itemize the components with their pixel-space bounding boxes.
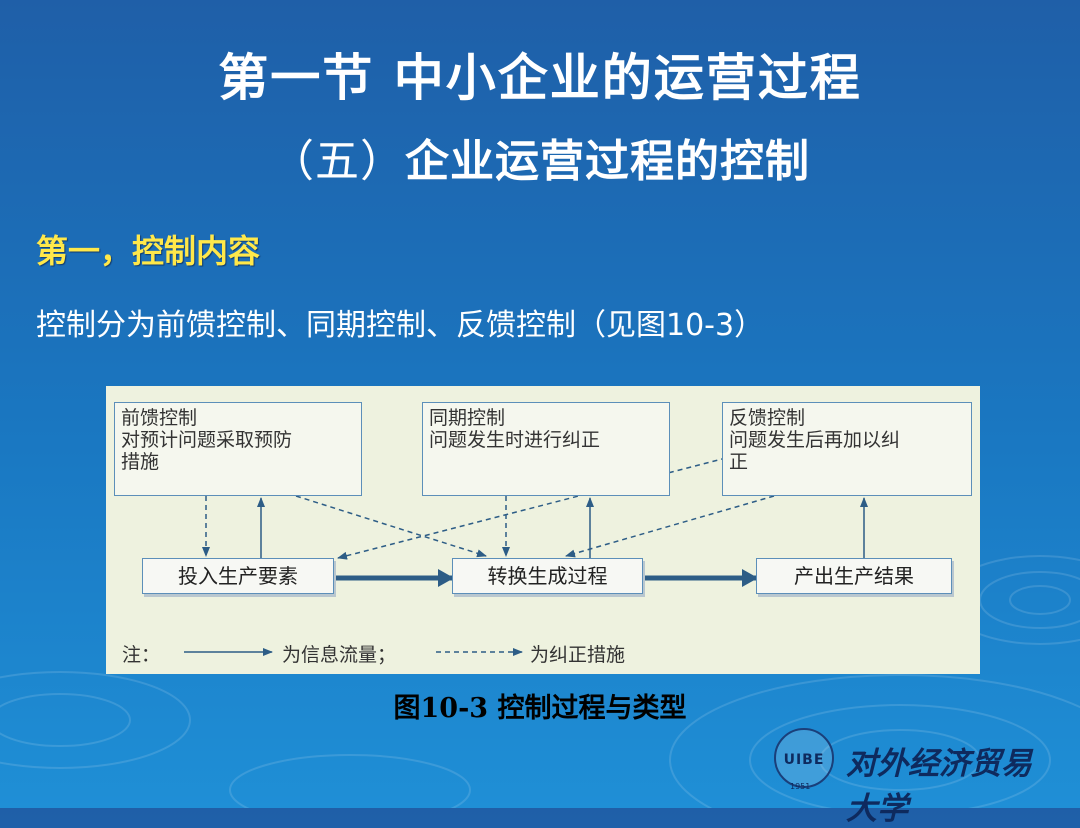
feedforward-title: 前馈控制 [121, 407, 198, 429]
feedback-desc-line2: 正 [729, 451, 749, 473]
slide-title: 第一节 中小企业的运营过程 [218, 49, 862, 107]
input-factors-box: 投入生产要素 [142, 558, 334, 594]
correction-arrow-feedback-transform [565, 495, 775, 558]
logo-abbreviation: UIBE [783, 752, 825, 768]
feedback-desc-line1: 问题发生后再加以纠 [729, 429, 901, 451]
subtitle-number: （五） [270, 136, 405, 187]
legend-solid-label: 为信息流量； [282, 644, 397, 666]
university-name-calligraphy: 对外经济贸易大学 [846, 746, 1032, 827]
feedforward-desc-line2: 措施 [121, 451, 160, 473]
water-ripple-decoration [0, 0, 1080, 808]
concurrent-title: 同期控制 [429, 407, 506, 429]
university-logo: UIBE 1951 对外经济贸易大学 [768, 724, 1058, 827]
figure-caption: 图10-3 控制过程与类型 [393, 693, 687, 724]
correction-arrow-feedforward-transform [295, 495, 487, 558]
feedback-title: 反馈控制 [729, 407, 806, 429]
subtitle-text: 企业运营过程的控制 [405, 136, 810, 187]
legend-prefix: 注： [122, 644, 161, 666]
concurrent-desc-line1: 问题发生时进行纠正 [429, 429, 601, 451]
transformation-process-box: 转换生成过程 [452, 558, 643, 594]
feedback-control-box: 反馈控制 问题发生后再加以纠 正 [722, 402, 972, 496]
feedforward-control-box: 前馈控制 对预计问题采取预防 措施 [114, 402, 362, 496]
legend-dashed-label: 为纠正措施 [530, 644, 626, 666]
logo-year: 1951 [790, 782, 811, 791]
concurrent-control-box: 同期控制 问题发生时进行纠正 [422, 402, 670, 496]
section-description: 控制分为前馈控制、同期控制、反馈控制（见图10-3） [36, 308, 765, 343]
feedforward-desc-line1: 对预计问题采取预防 [121, 429, 293, 451]
control-process-diagram: 前馈控制 对预计问题采取预防 措施 同期控制 问题发生时进行纠正 反馈控制 问题… [106, 386, 980, 674]
globe-emblem-icon [774, 728, 834, 788]
diagram-arrows [184, 457, 868, 656]
slide-subtitle: （五）企业运营过程的控制 [0, 125, 1080, 189]
section-heading: 第一，控制内容 [36, 232, 261, 270]
output-results-box: 产出生产结果 [756, 558, 952, 594]
